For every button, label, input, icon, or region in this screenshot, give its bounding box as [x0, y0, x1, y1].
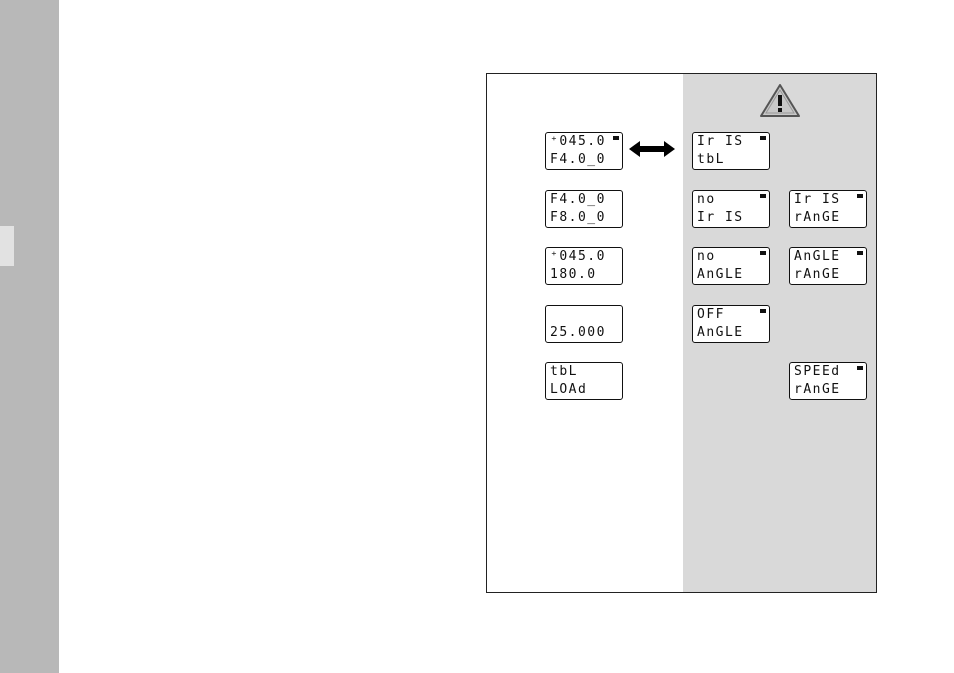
- lcd-line-1: OFF: [697, 307, 759, 323]
- lcd-display-left-1: ⁺045.0 F4.0_0: [545, 132, 623, 170]
- lcd-line-2: rAnGE: [794, 267, 856, 283]
- lcd-indicator: [613, 136, 619, 140]
- lcd-line-2: AnGLE: [697, 267, 759, 283]
- lcd-line-1: AnGLE: [794, 249, 856, 265]
- lcd-display-left-4: 25.000: [545, 305, 623, 343]
- lcd-line-2: rAnGE: [794, 210, 856, 226]
- display-diagram-frame: ⁺045.0 F4.0_0 F4.0_0 F8.0_0 ⁺045.0 180.0…: [486, 73, 877, 593]
- lcd-line-2: tbL: [697, 152, 759, 168]
- lcd-indicator: [760, 194, 766, 198]
- lcd-line-1: SPEEd: [794, 364, 856, 380]
- lcd-indicator: [857, 251, 863, 255]
- lcd-display-middle-3: no AnGLE: [692, 247, 770, 285]
- lcd-display-right-1: Ir IS rAnGE: [789, 190, 867, 228]
- lcd-line-2: AnGLE: [697, 325, 759, 341]
- lcd-line-2: Ir IS: [697, 210, 759, 226]
- lcd-line-1: ⁺045.0: [550, 249, 612, 265]
- lcd-display-right-2: AnGLE rAnGE: [789, 247, 867, 285]
- lcd-indicator: [760, 251, 766, 255]
- double-arrow-icon: [629, 140, 675, 158]
- lcd-display-middle-1: Ir IS tbL: [692, 132, 770, 170]
- lcd-indicator: [857, 366, 863, 370]
- lcd-line-1: tbL: [550, 364, 612, 380]
- warning-triangle-icon: [758, 82, 802, 120]
- lcd-display-left-5: tbL LOAd: [545, 362, 623, 400]
- lcd-display-left-3: ⁺045.0 180.0: [545, 247, 623, 285]
- lcd-line-2: LOAd: [550, 382, 612, 398]
- lcd-line-1: Ir IS: [697, 134, 759, 150]
- lcd-indicator: [857, 194, 863, 198]
- lcd-display-middle-2: no Ir IS: [692, 190, 770, 228]
- lcd-line-2: rAnGE: [794, 382, 856, 398]
- lcd-line-1: F4.0_0: [550, 192, 612, 208]
- lcd-line-2: 25.000: [550, 325, 612, 341]
- lcd-line-2: F4.0_0: [550, 152, 612, 168]
- lcd-display-right-3: SPEEd rAnGE: [789, 362, 867, 400]
- lcd-display-left-2: F4.0_0 F8.0_0: [545, 190, 623, 228]
- lcd-line-2: 180.0: [550, 267, 612, 283]
- lcd-line-1: ⁺045.0: [550, 134, 612, 150]
- lcd-line-1: no: [697, 192, 759, 208]
- sidebar-tab-marker: [0, 226, 14, 266]
- lcd-line-1: no: [697, 249, 759, 265]
- lcd-display-middle-4: OFF AnGLE: [692, 305, 770, 343]
- lcd-line-2: F8.0_0: [550, 210, 612, 226]
- lcd-line-1: Ir IS: [794, 192, 856, 208]
- page-sidebar: [0, 0, 59, 673]
- lcd-indicator: [760, 309, 766, 313]
- lcd-indicator: [760, 136, 766, 140]
